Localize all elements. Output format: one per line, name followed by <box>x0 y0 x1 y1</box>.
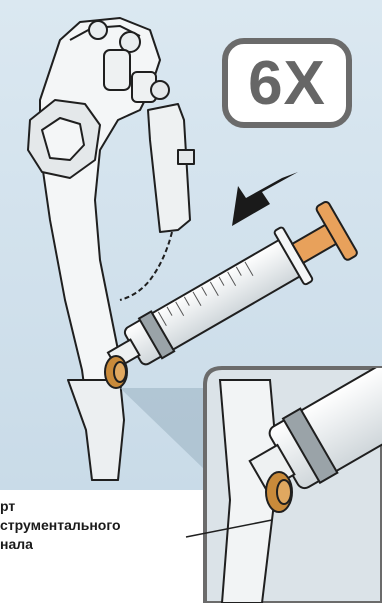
channel-port-label: рт струментального нала <box>0 497 200 554</box>
repeat-count-text: 6X <box>248 48 326 119</box>
repeat-count-badge: 6X <box>222 38 352 128</box>
label-line-1: рт <box>0 497 200 516</box>
label-line-2: струментального <box>0 516 200 535</box>
magnified-inset <box>205 349 382 603</box>
label-line-3: нала <box>0 535 200 554</box>
channel-port <box>105 356 127 388</box>
